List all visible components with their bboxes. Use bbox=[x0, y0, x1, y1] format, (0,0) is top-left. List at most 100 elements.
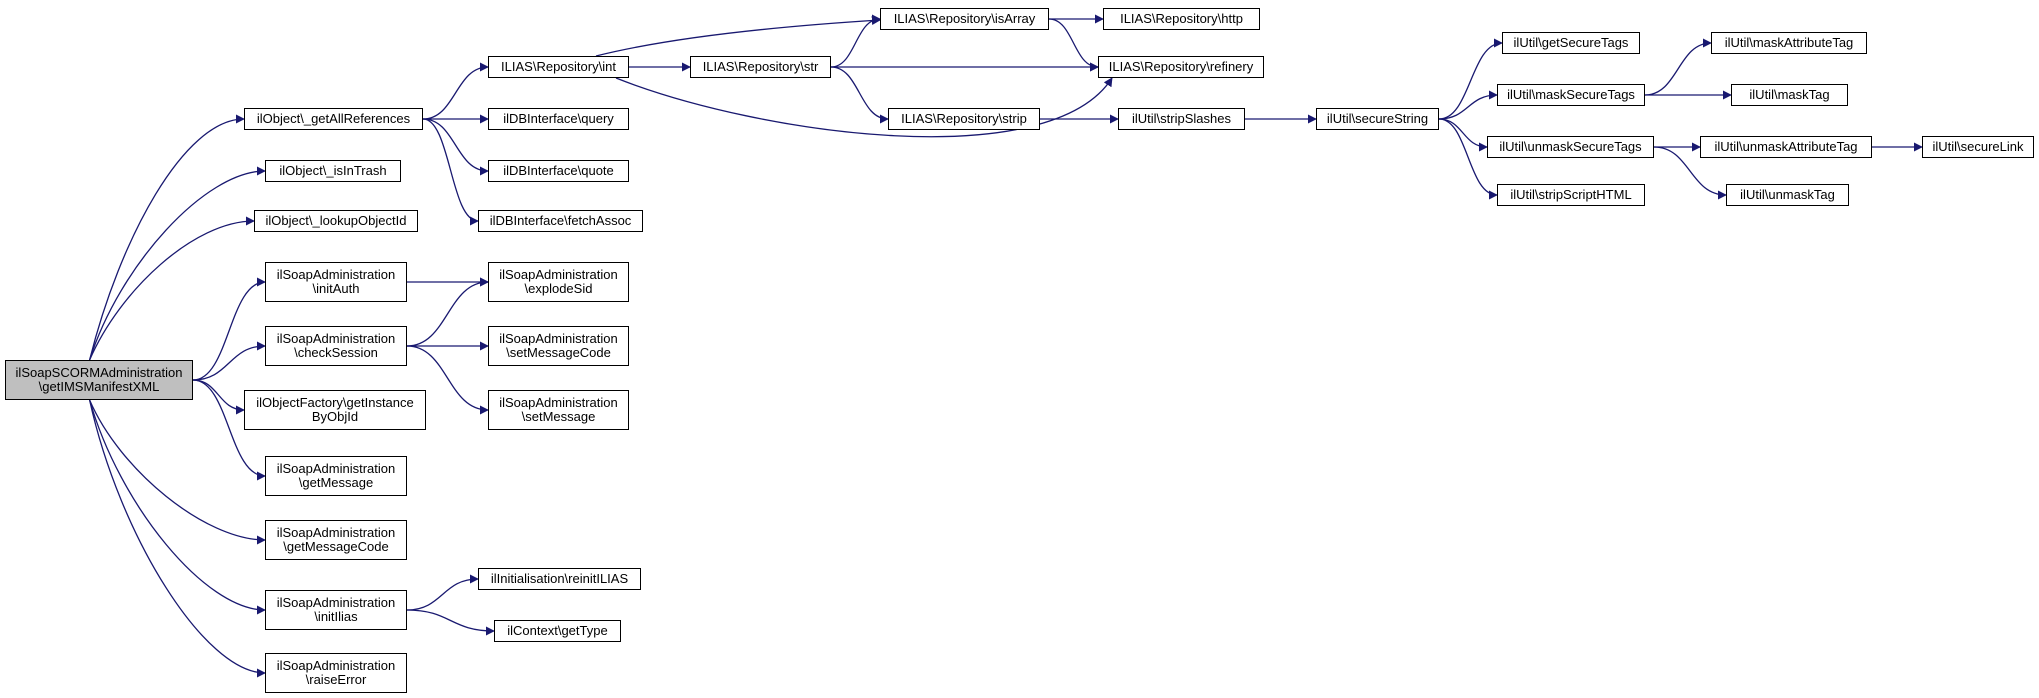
graph-node-label: ILIAS\Repository\strip bbox=[901, 111, 1027, 126]
graph-node-label: ilDBInterface\quote bbox=[503, 163, 614, 178]
graph-node-label: ilUtil\unmaskSecureTags bbox=[1499, 139, 1642, 154]
graph-node-set-message-code[interactable]: ilSoapAdministration \setMessageCode bbox=[488, 326, 629, 366]
graph-node-explode-sid[interactable]: ilSoapAdministration \explodeSid bbox=[488, 262, 629, 302]
edge-root-to-lookupObjId bbox=[89, 216, 255, 361]
graph-node-get-instance[interactable]: ilObjectFactory\getInstance ByObjId bbox=[244, 390, 426, 430]
edge-secureString-to-getSecureTags bbox=[1438, 38, 1503, 120]
graph-node-str[interactable]: ILIAS\Repository\str bbox=[690, 56, 831, 78]
edge-initIlias-to-getType bbox=[406, 609, 495, 636]
graph-node-label: ilSoapAdministration \setMessageCode bbox=[499, 331, 618, 360]
graph-node-label: ILIAS\Repository\refinery bbox=[1108, 59, 1254, 74]
graph-node-label: ilSoapAdministration \getMessage bbox=[276, 461, 396, 490]
graph-node-secure-link[interactable]: ilUtil\secureLink bbox=[1922, 136, 2034, 158]
graph-node-label: ilSoapSCORMAdministration \getIMSManifes… bbox=[15, 365, 183, 394]
graph-node-label: ilObject\_getAllReferences bbox=[256, 111, 411, 126]
edge-root-to-initAuth bbox=[192, 277, 266, 381]
graph-node-label: ilDBInterface\fetchAssoc bbox=[489, 213, 632, 228]
graph-node-secure-string[interactable]: ilUtil\secureString bbox=[1316, 108, 1439, 130]
graph-node-label: ilUtil\secureLink bbox=[1932, 139, 2024, 154]
edge-root-to-raiseError bbox=[88, 399, 266, 678]
graph-node-label: ilUtil\unmaskAttributeTag bbox=[1714, 139, 1858, 154]
graph-node-label: ilDBInterface\query bbox=[503, 111, 614, 126]
graph-node-label: ilUtil\unmaskTag bbox=[1740, 187, 1835, 202]
edge-getAllRefs-to-quote bbox=[422, 118, 489, 176]
graph-node-mask-secure-tags[interactable]: ilUtil\maskSecureTags bbox=[1497, 84, 1645, 106]
graph-node-get-all-refs[interactable]: ilObject\_getAllReferences bbox=[244, 108, 423, 130]
graph-node-root[interactable]: ilSoapSCORMAdministration \getIMSManifes… bbox=[5, 360, 193, 400]
edge-root-to-getMessage bbox=[192, 379, 266, 481]
graph-node-strip[interactable]: ILIAS\Repository\strip bbox=[888, 108, 1040, 130]
graph-node-http[interactable]: ILIAS\Repository\http bbox=[1103, 8, 1260, 30]
graph-node-label: ilSoapAdministration \initAuth bbox=[276, 267, 396, 296]
graph-node-label: ilObjectFactory\getInstance ByObjId bbox=[256, 395, 414, 424]
graph-node-unmask-attribute-tag[interactable]: ilUtil\unmaskAttributeTag bbox=[1700, 136, 1872, 158]
graph-node-is-in-trash[interactable]: ilObject\_isInTrash bbox=[265, 160, 401, 182]
graph-node-label: ilSoapAdministration \getMessageCode bbox=[276, 525, 396, 554]
graph-node-label: ilContext\getType bbox=[507, 623, 608, 638]
graph-node-label: ilSoapAdministration \raiseError bbox=[276, 658, 396, 687]
graph-node-mask-tag[interactable]: ilUtil\maskTag bbox=[1731, 84, 1848, 106]
graph-node-get-type[interactable]: ilContext\getType bbox=[494, 620, 621, 642]
graph-node-label: ILIAS\Repository\isArray bbox=[893, 11, 1036, 26]
graph-node-label: ilUtil\stripScriptHTML bbox=[1510, 187, 1632, 202]
graph-node-init-auth[interactable]: ilSoapAdministration \initAuth bbox=[265, 262, 407, 302]
edge-checkSession-to-setMessage bbox=[406, 345, 489, 415]
graph-node-label: ilSoapAdministration \setMessage bbox=[499, 395, 618, 424]
edge-secureString-to-maskSecureTags bbox=[1438, 90, 1498, 120]
graph-node-strip-slashes[interactable]: ilUtil\stripSlashes bbox=[1118, 108, 1245, 130]
graph-node-mask-attribute-tag[interactable]: ilUtil\maskAttributeTag bbox=[1711, 32, 1867, 54]
edge-root-to-getMessageCode bbox=[89, 399, 266, 545]
edge-str-to-strip bbox=[830, 66, 889, 124]
graph-node-label: ilUtil\stripSlashes bbox=[1132, 111, 1231, 126]
edge-int-to-isArray bbox=[595, 16, 881, 57]
graph-node-is-array[interactable]: ILIAS\Repository\isArray bbox=[880, 8, 1049, 30]
graph-node-lookup-obj-id[interactable]: ilObject\_lookupObjectId bbox=[254, 210, 418, 232]
graph-node-set-message[interactable]: ilSoapAdministration \setMessage bbox=[488, 390, 629, 430]
edge-root-to-initIlias bbox=[88, 399, 266, 615]
graph-node-get-secure-tags[interactable]: ilUtil\getSecureTags bbox=[1502, 32, 1640, 54]
graph-node-get-message-code[interactable]: ilSoapAdministration \getMessageCode bbox=[265, 520, 407, 560]
edge-secureString-to-stripScriptHTML bbox=[1438, 118, 1498, 200]
graph-node-label: ilUtil\maskTag bbox=[1749, 87, 1830, 102]
graph-node-label: ilSoapAdministration \explodeSid bbox=[499, 267, 618, 296]
graph-node-raise-error[interactable]: ilSoapAdministration \raiseError bbox=[265, 653, 407, 693]
edge-root-to-checkSession bbox=[192, 341, 266, 381]
edge-root-to-getAllRefs bbox=[88, 114, 245, 361]
graph-node-label: ilUtil\maskSecureTags bbox=[1507, 87, 1635, 102]
edge-int-to-refinery bbox=[615, 77, 1113, 138]
graph-node-label: ilUtil\secureString bbox=[1326, 111, 1429, 126]
graph-node-unmask-secure-tags[interactable]: ilUtil\unmaskSecureTags bbox=[1487, 136, 1654, 158]
edge-isArray-to-refinery bbox=[1048, 18, 1099, 72]
graph-node-int[interactable]: ILIAS\Repository\int bbox=[488, 56, 629, 78]
graph-node-quote[interactable]: ilDBInterface\quote bbox=[488, 160, 629, 182]
graph-node-reinit[interactable]: ilInitialisation\reinitILIAS bbox=[478, 568, 641, 590]
graph-node-query[interactable]: ilDBInterface\query bbox=[488, 108, 629, 130]
edge-getAllRefs-to-fetchAssoc bbox=[422, 118, 479, 226]
graph-node-label: ilUtil\getSecureTags bbox=[1513, 35, 1629, 50]
graph-node-label: ilInitialisation\reinitILIAS bbox=[490, 571, 629, 586]
graph-node-label: ilUtil\maskAttributeTag bbox=[1724, 35, 1854, 50]
graph-node-label: ILIAS\Repository\str bbox=[702, 59, 819, 74]
graph-node-label: ilSoapAdministration \initIlias bbox=[276, 595, 396, 624]
edge-maskSecureTags-to-maskAttributeTag bbox=[1644, 38, 1712, 96]
graph-node-unmask-tag[interactable]: ilUtil\unmaskTag bbox=[1726, 184, 1849, 206]
graph-node-refinery[interactable]: ILIAS\Repository\refinery bbox=[1098, 56, 1264, 78]
edge-initIlias-to-reinit bbox=[406, 574, 479, 611]
graph-node-init-ilias[interactable]: ilSoapAdministration \initIlias bbox=[265, 590, 407, 630]
graph-node-label: ilObject\_isInTrash bbox=[279, 163, 387, 178]
graph-node-label: ilObject\_lookupObjectId bbox=[265, 213, 407, 228]
graph-node-get-message[interactable]: ilSoapAdministration \getMessage bbox=[265, 456, 407, 496]
edge-unmaskSecureTags-to-unmaskTag bbox=[1653, 146, 1727, 200]
graph-node-label: ilSoapAdministration \checkSession bbox=[276, 331, 396, 360]
graph-node-label: ILIAS\Repository\int bbox=[501, 59, 616, 74]
edge-getAllRefs-to-int bbox=[422, 62, 489, 120]
edge-checkSession-to-explodeSid bbox=[406, 277, 489, 347]
graph-node-check-session[interactable]: ilSoapAdministration \checkSession bbox=[265, 326, 407, 366]
graph-node-label: ILIAS\Repository\http bbox=[1120, 11, 1243, 26]
graph-node-strip-script-h-t-m-l[interactable]: ilUtil\stripScriptHTML bbox=[1497, 184, 1645, 206]
graph-node-fetch-assoc[interactable]: ilDBInterface\fetchAssoc bbox=[478, 210, 643, 232]
edge-str-to-isArray bbox=[830, 14, 881, 68]
edge-root-to-isInTrash bbox=[88, 166, 266, 361]
